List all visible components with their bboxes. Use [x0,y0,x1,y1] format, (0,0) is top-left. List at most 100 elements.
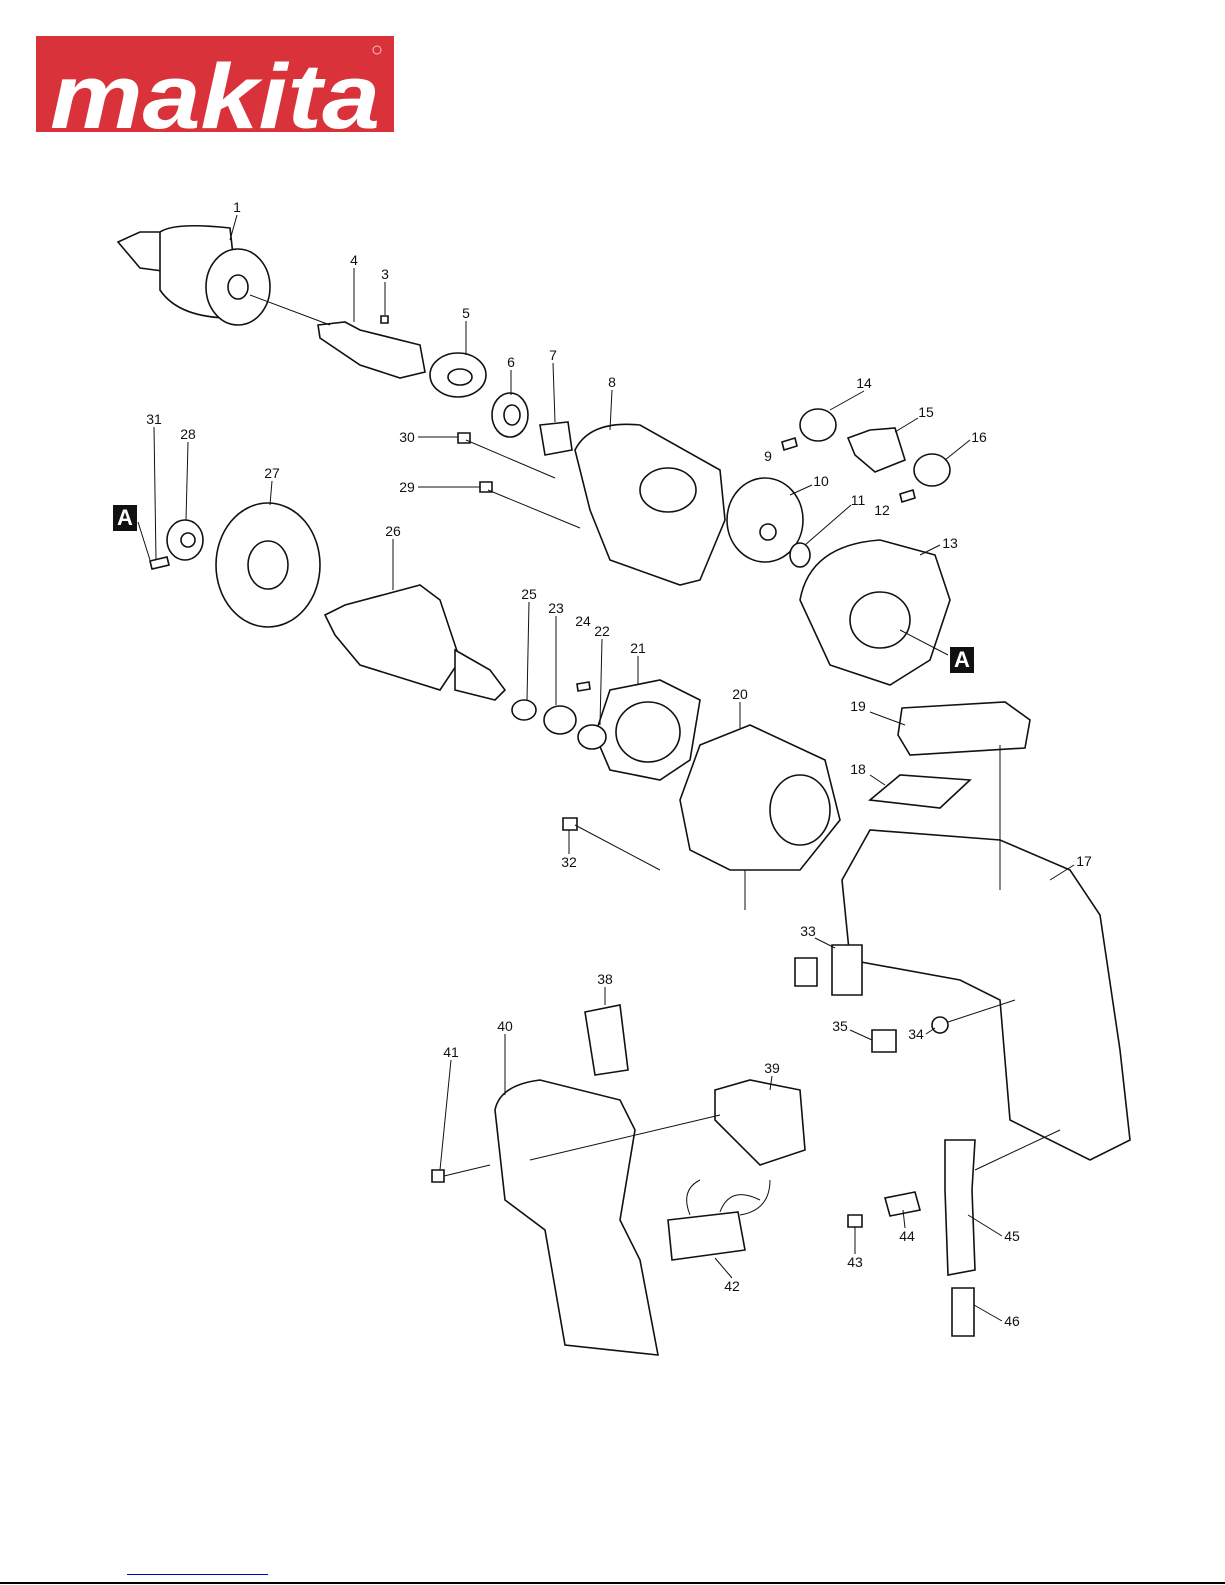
part-pin-9 [781,436,798,452]
part-washer-25 [511,699,537,721]
section-marker-a-right: A [950,647,974,673]
leader-line [829,390,865,411]
part-screw-shaft [465,439,556,479]
part-number-label-4: 4 [350,252,358,268]
part-number-label-5: 5 [462,305,470,321]
part-reversing-switch [714,1079,806,1166]
part-motor-housing [841,829,1131,1161]
part-bearing-16 [913,453,951,487]
part-cover [897,701,1031,756]
footer-link[interactable] [127,1574,268,1575]
part-strain-relief [883,1191,922,1217]
leader-line [869,711,906,726]
leader-line [804,504,852,546]
leader-line [849,1029,873,1041]
part-ring [584,1004,629,1076]
part-bearing-box [539,421,573,456]
part-screw-head-34 [931,1016,949,1034]
part-number-label-44: 44 [899,1228,915,1244]
part-plate-bore [849,591,911,649]
part-number-label-30: 30 [399,429,415,445]
part-pinion [846,427,906,473]
leader-line [973,1304,1003,1322]
leader-line [269,480,273,506]
part-number-label-34: 34 [908,1026,924,1042]
part-screw-head-32 [562,817,578,831]
part-pin-24 [576,681,591,692]
part-cord [951,1287,975,1337]
part-number-label-20: 20 [732,686,748,702]
part-number-label-7: 7 [549,347,557,363]
leader-line [769,1075,773,1091]
part-number-label-41: 41 [443,1044,459,1060]
part-number-label-27: 27 [264,465,280,481]
part-number-label-24: 24 [575,613,591,629]
part-number-label-15: 15 [918,404,934,420]
part-number-label-1: 1 [233,199,241,215]
leader-line [925,1027,936,1035]
part-number-label-9: 9 [764,448,772,464]
part-screw-head-43 [847,1214,863,1228]
leader-line [789,484,813,496]
part-screw-head-30 [457,432,471,444]
leader-line [974,1129,1061,1171]
part-spindle-key [380,315,389,324]
part-number-label-26: 26 [385,523,401,539]
part-pin-31 [149,556,170,570]
part-number-label-6: 6 [507,354,515,370]
part-armature [323,584,461,691]
part-switch [667,1211,746,1261]
part-gear-10-bore [759,523,777,541]
part-chuck-bore [227,274,249,300]
leader-line [902,1209,906,1229]
part-number-label-29: 29 [399,479,415,495]
section-marker-a-left: A [113,505,137,531]
part-number-label-18: 18 [850,761,866,777]
part-number-label-17: 17 [1076,853,1092,869]
part-number-label-46: 46 [1004,1313,1020,1329]
part-fan-27-hub [247,540,289,590]
part-screw-shaft [443,1164,491,1177]
leader-line [869,774,886,786]
part-number-label-8: 8 [608,374,616,390]
part-bearing-28-bore [180,532,196,548]
leader-line [1049,864,1075,881]
part-number-label-21: 21 [630,640,646,656]
leader-line [185,441,189,521]
part-number-label-12: 12 [874,502,890,518]
part-retaining-ring-11 [789,542,811,568]
leader-line [944,439,971,461]
part-field-bore [769,774,831,846]
part-number-label-3: 3 [381,266,389,282]
part-number-label-13: 13 [942,535,958,551]
leader-line [439,1059,452,1171]
part-gear-10 [726,477,804,563]
part-number-label-35: 35 [832,1018,848,1034]
part-number-label-19: 19 [850,698,866,714]
part-number-label-31: 31 [146,411,162,427]
part-number-label-28: 28 [180,426,196,442]
part-number-label-33: 33 [800,923,816,939]
part-cord-guard [944,1139,976,1276]
part-handle-cover [494,1079,659,1356]
switch-wires [686,1179,771,1216]
part-screw-shaft [947,999,1016,1023]
leader-line [919,544,941,556]
part-number-label-32: 32 [561,854,577,870]
leader-line [599,638,603,726]
part-screw-shaft [487,489,581,529]
leader-line [153,426,157,561]
leader-line [609,389,613,431]
part-number-label-14: 14 [856,375,872,391]
part-screw-shaft [574,824,661,871]
part-screw-head-41 [431,1169,445,1183]
part-number-label-45: 45 [1004,1228,1020,1244]
leader-line [894,417,919,433]
leader-line [229,214,238,241]
leader-line [137,521,151,561]
leader-line [899,629,949,656]
part-number-label-10: 10 [813,473,829,489]
part-capacitor [871,1029,897,1053]
part-spindle [317,321,426,379]
